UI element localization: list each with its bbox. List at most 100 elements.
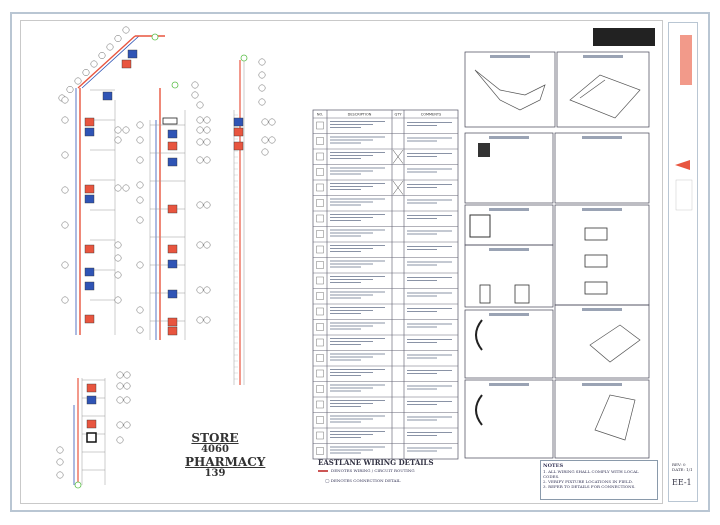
- comment-text-line: [407, 370, 452, 371]
- description-text-line: [330, 170, 373, 172]
- callout-bubble: [116, 396, 124, 404]
- detail-title-bar: [489, 313, 529, 316]
- description-text-line: [330, 415, 385, 417]
- callout-bubble: [136, 156, 144, 164]
- comment-text-line: [407, 419, 437, 421]
- row-number-box: [316, 354, 324, 362]
- description-text-line: [330, 263, 373, 265]
- description-text-line: [330, 387, 373, 389]
- callout-bubble: [196, 201, 204, 209]
- row-number-box: [316, 230, 324, 238]
- comment-text-line: [407, 137, 452, 139]
- comment-text-line: [407, 125, 437, 126]
- data-device: [167, 289, 178, 299]
- cable-hook-sketch: [475, 319, 483, 351]
- description-text-line: [330, 400, 385, 401]
- callout-bubble: [196, 286, 204, 294]
- comment-text-line: [407, 373, 437, 374]
- power-device: [233, 127, 244, 137]
- project-info-block: [675, 179, 693, 211]
- table-header: DESCRIPTION: [348, 113, 372, 117]
- detail-title-bar: [582, 383, 622, 386]
- switchplate-sketch: [479, 284, 491, 304]
- wiring-table: [312, 109, 459, 460]
- row-number-box: [316, 431, 324, 440]
- comment-text-line: [407, 354, 452, 356]
- description-text-line: [330, 338, 385, 339]
- shelf-sketch: [569, 74, 641, 119]
- callout-bubble: [56, 471, 64, 479]
- detail-title-bar: [582, 308, 622, 311]
- comment-text-line: [407, 261, 452, 263]
- comment-text-line: [407, 122, 452, 123]
- description-text-line: [330, 384, 385, 386]
- detail-panel: [556, 51, 650, 128]
- notes-box: NOTES 1. ALL WIRING SHALL COMPLY WITH LO…: [540, 460, 658, 500]
- callout-bubble: [136, 181, 144, 189]
- store-label: STORE 4060 PHARMACY 139: [185, 432, 266, 480]
- comment-text-line: [407, 404, 437, 405]
- power-device: [233, 141, 244, 151]
- start-marker: [171, 81, 179, 89]
- description-text-line: [330, 217, 373, 218]
- power-run: [77, 35, 136, 89]
- table-header: COMMENTS: [421, 113, 442, 117]
- callout-bubble: [261, 148, 269, 156]
- comment-text-line: [407, 230, 452, 232]
- note: 1. ALL WIRING SHALL COMPLY WITH LOCAL CO…: [543, 469, 639, 479]
- description-text-line: [330, 353, 385, 355]
- detail-panel: [554, 304, 650, 379]
- comment-text-line: [407, 311, 437, 312]
- row-number-box: [316, 400, 324, 409]
- description-text-line: [330, 251, 361, 252]
- note: 2. VERIFY FIXTURE LOCATIONS IN FIELD.: [543, 479, 633, 484]
- description-text-line: [330, 121, 385, 122]
- callout-bubble: [261, 118, 269, 126]
- detail-title-bar: [489, 248, 529, 251]
- data-device: [167, 259, 178, 269]
- detail-panel: [464, 309, 554, 379]
- callout-bubble: [136, 196, 144, 204]
- description-text-line: [330, 136, 385, 138]
- description-text-line: [330, 390, 361, 392]
- callout-bubble: [122, 184, 130, 192]
- callout-bubble: [191, 81, 199, 89]
- comment-text-line: [407, 357, 437, 359]
- power-device: [167, 326, 178, 336]
- department-name: PHARMACY: [185, 455, 266, 469]
- comment-text-line: [407, 168, 452, 170]
- title-block: [668, 22, 698, 502]
- receptacle-sketch: [514, 284, 530, 304]
- comment-text-line: [407, 277, 452, 278]
- description-text-line: [330, 328, 361, 330]
- comment-text-line: [407, 153, 452, 154]
- detail-title-bar: [489, 136, 529, 139]
- callout-bubble: [82, 69, 90, 76]
- data-device: [86, 395, 97, 405]
- data-device: [127, 49, 138, 59]
- detail-panel: [554, 379, 650, 459]
- callout-bubble: [136, 216, 144, 224]
- row-number-box: [316, 183, 324, 192]
- description-text-line: [330, 369, 385, 370]
- power-box-sketch: [478, 143, 490, 157]
- start-marker: [151, 33, 159, 41]
- callout-bubble: [90, 60, 98, 68]
- callout-bubble: [114, 126, 122, 134]
- callout-bubble: [116, 421, 124, 429]
- callout-bubble: [203, 286, 211, 294]
- callout-bubble: [116, 371, 124, 379]
- description-text-line: [330, 183, 385, 184]
- description-text-line: [330, 214, 385, 215]
- description-text-line: [330, 260, 385, 262]
- description-text-line: [330, 266, 361, 268]
- description-text-line: [330, 421, 361, 423]
- data-device: [167, 129, 178, 139]
- power-device: [86, 383, 97, 393]
- description-text-line: [330, 291, 385, 293]
- power-device: [84, 244, 95, 254]
- detail-title-bar: [490, 55, 530, 58]
- callout-bubble: [203, 156, 211, 164]
